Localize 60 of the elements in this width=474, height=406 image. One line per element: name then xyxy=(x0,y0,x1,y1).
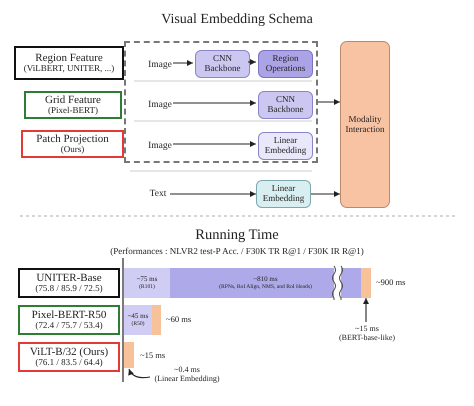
method-detail: (76.1 / 83.5 / 64.4) xyxy=(35,358,103,368)
method-detail: (75.8 / 85.9 / 72.5) xyxy=(35,284,103,294)
bar-segment xyxy=(361,268,371,298)
module-label: Region Operations xyxy=(264,54,306,74)
method-box xyxy=(24,91,122,119)
method-name: Patch Projection xyxy=(36,133,109,146)
bar-segment xyxy=(124,268,170,298)
timing-value: ~15 ms xyxy=(355,325,379,334)
arrow xyxy=(318,99,340,105)
module-label: Linear Embedding xyxy=(264,136,308,156)
input-label: Image xyxy=(145,98,175,112)
bar-segment xyxy=(124,305,152,335)
method-detail: (72.4 / 75.7 / 53.4) xyxy=(35,321,103,331)
arrow xyxy=(363,298,369,322)
module-box xyxy=(258,91,313,119)
input-label: Image xyxy=(145,139,175,153)
section-subtitle: (Performances : NLVR2 test-P Acc. / F30K TR R@1 / F30K IR R@1) xyxy=(109,246,365,256)
timing-detail: (BERT-base-like) xyxy=(338,334,396,343)
input-label: Image xyxy=(145,58,175,72)
module-label: CNN Backbone xyxy=(266,95,304,115)
time-label: ~60 ms xyxy=(166,314,192,324)
method-name: ViLT-B/32 (Ours) xyxy=(30,346,108,358)
method-box xyxy=(18,305,120,335)
arrow xyxy=(173,141,256,147)
arrow xyxy=(128,368,150,378)
method-detail: (Ours) xyxy=(60,145,84,155)
input-label: Text xyxy=(146,187,170,201)
module-label: Linear Embedding xyxy=(262,184,306,204)
dashed-group-frame xyxy=(124,41,318,163)
method-box xyxy=(21,130,124,158)
module-box xyxy=(256,180,311,208)
method-box xyxy=(18,268,120,298)
diagram-title: Visual Embedding Schema xyxy=(160,12,314,28)
section-heading: Running Time xyxy=(194,227,280,244)
module-box xyxy=(258,50,313,78)
method-name: Pixel-BERT-R50 xyxy=(32,309,106,322)
module-box xyxy=(258,132,313,160)
bar-segment xyxy=(170,268,361,298)
module-box xyxy=(340,41,390,208)
module-label: CNN Backbone xyxy=(204,54,242,74)
method-box xyxy=(18,342,120,372)
module-label: Modality Interaction xyxy=(344,114,386,134)
module-box xyxy=(195,50,250,78)
arrow xyxy=(173,60,193,66)
method-box xyxy=(14,46,124,80)
method-name: Region Feature xyxy=(35,52,103,64)
arrow xyxy=(170,191,256,197)
timing-detail: (Linear Embedding) xyxy=(154,375,220,384)
method-detail: (Pixel-BERT) xyxy=(48,106,98,116)
method-name: UNITER-Base xyxy=(36,272,102,284)
method-name: Grid Feature xyxy=(45,94,101,106)
method-detail: (ViLBERT, UNITER, ...) xyxy=(24,64,114,74)
arrow xyxy=(248,59,256,65)
bar-segment xyxy=(124,342,134,368)
arrow xyxy=(311,191,340,197)
time-label: ~15 ms xyxy=(140,350,166,360)
time-label: ~900 ms xyxy=(376,277,406,287)
arrow xyxy=(173,100,256,106)
bar-segment xyxy=(152,305,161,335)
timing-value: ~0.4 ms xyxy=(174,366,200,375)
